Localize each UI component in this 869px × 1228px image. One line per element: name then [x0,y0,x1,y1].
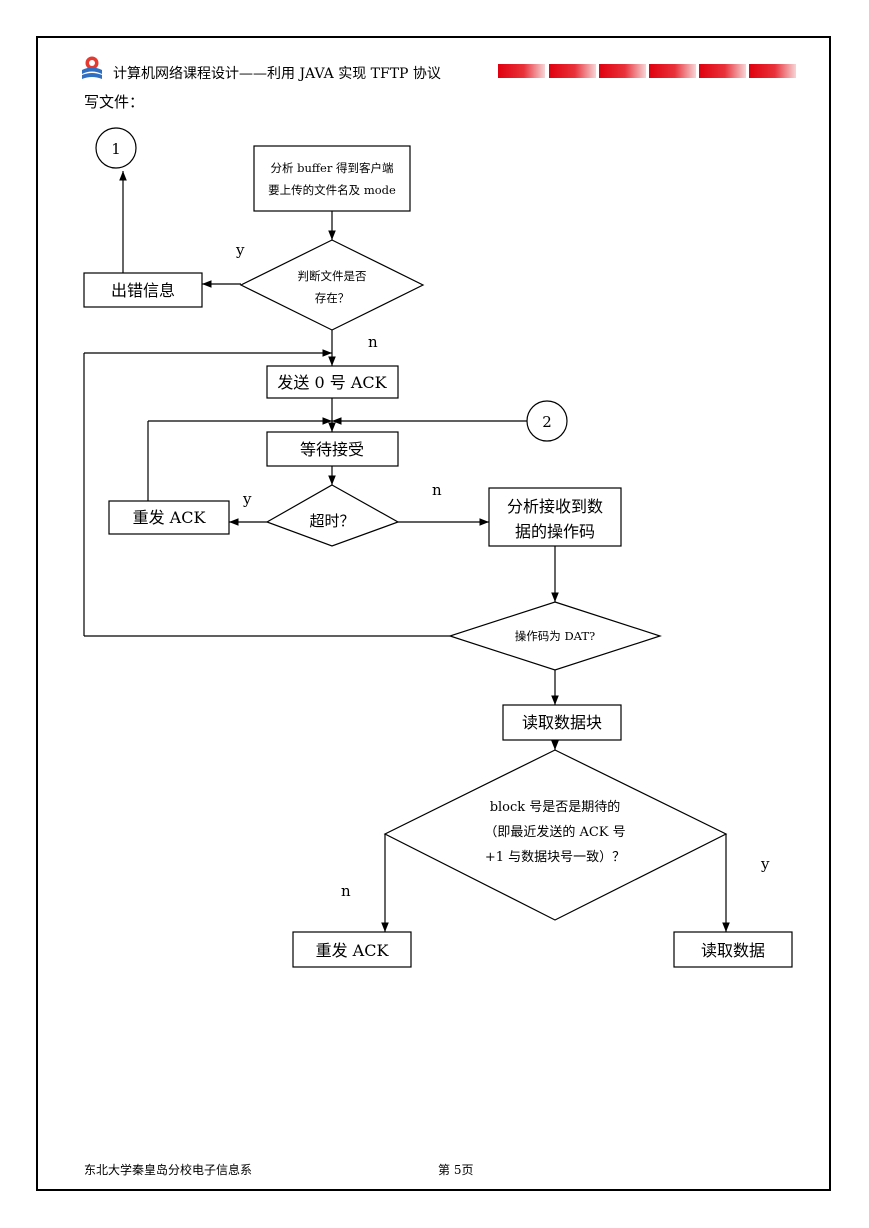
header-title: 计算机网络课程设计——利用 JAVA 实现 TFTP 协议 [113,66,441,82]
resend-ack-top-box [108,500,230,535]
analyze-opcode-line-2: 据的操作码 [515,522,595,541]
resend-ack-bottom-box [292,931,412,968]
error-info-box [83,272,203,308]
footer-org: 东北大学秦皇岛分校电子信息系 [84,1163,253,1177]
parse-buffer-box [253,145,411,212]
block-expected-decision [383,749,728,921]
read-data-box [673,931,793,968]
connector-1 [95,127,137,169]
read-block-box [502,704,622,741]
school-logo-icon [82,56,102,79]
edge-label-y-file-exists: y [235,241,245,259]
edge-label-y-block: y [760,855,770,873]
read-block-label: 读取数据块 [522,713,602,732]
block-expected-line-2: （即最近发送的 ACK 号 [484,824,625,840]
parse-buffer-line-1: 分析 buffer 得到客户端 [270,161,393,175]
parse-buffer-line-2: 要上传的文件名及 mode [268,183,396,197]
wait-receive-box [266,431,399,467]
connector-2 [526,400,568,442]
file-exists-line-1: 判断文件是否 [298,269,367,283]
resend-ack-bottom-label: 重发 ACK [316,941,390,960]
file-exists-line-2: 存在？ [315,291,350,305]
read-data-label: 读取数据 [701,941,765,960]
header-decoration [498,64,798,78]
error-info-label: 出错信息 [111,281,175,300]
footer-page-number: 第 5页 [438,1163,474,1177]
connector-2-label: 2 [542,413,552,431]
timeout-label: 超时？ [309,512,354,530]
analyze-opcode-line-1: 分析接收到数 [507,497,603,516]
send-ack0-box [266,365,399,399]
section-title: 写文件： [84,93,145,111]
resend-ack-top-label: 重发 ACK [133,508,207,527]
opcode-dat-label: 操作码为 DAT? [515,629,595,643]
block-expected-line-3: +1 与数据块号一致）？ [485,850,625,865]
edge-label-n-timeout: n [432,481,442,499]
opcode-dat-decision [448,601,662,671]
edge-label-n-file-exists: n [368,333,378,351]
block-expected-line-1: block 号是否是期待的 [490,799,621,815]
connector-1-label: 1 [111,140,121,158]
timeout-decision [265,484,400,547]
page-border [36,36,831,1191]
wait-receive-label: 等待接受 [300,440,364,459]
edge-label-y-timeout: y [242,490,252,508]
edge-label-n-block: n [341,882,351,900]
file-exists-decision [239,239,425,331]
send-ack0-label: 发送 0 号 ACK [277,373,387,392]
analyze-opcode-box [488,487,622,547]
